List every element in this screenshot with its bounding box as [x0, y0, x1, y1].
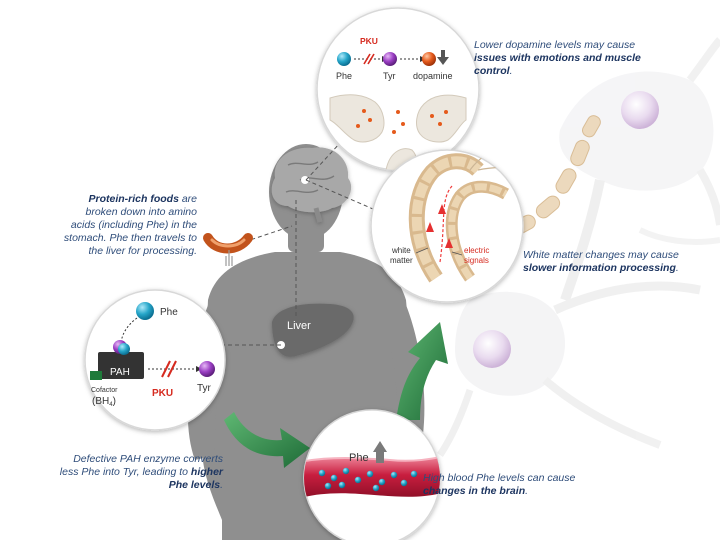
- phe-molecule: [136, 302, 154, 320]
- down-arrow-icon: [437, 50, 449, 65]
- liver-label: Liver: [287, 320, 311, 332]
- neuron-background: [437, 37, 720, 457]
- phe-molecule-bound: [118, 343, 130, 355]
- liver-icon: [272, 303, 354, 357]
- blood-phe-label: Phe: [349, 452, 369, 464]
- tyr-molecule-product: [199, 361, 215, 377]
- brain-marker-dot: [301, 176, 309, 184]
- enzyme-phe-label: Phe: [160, 307, 178, 318]
- blood-panel: Phe: [303, 409, 441, 540]
- green-curved-arrow-icon-up: [396, 322, 448, 420]
- tyr-label: Tyr: [383, 71, 396, 81]
- neuron-nucleus-lower: [473, 330, 511, 368]
- white-matter-label-2: matter: [390, 256, 413, 265]
- pah-label: PAH: [110, 367, 130, 378]
- white-matter-effects-note: White matter changes may cause slower in…: [523, 249, 679, 274]
- green-curved-arrow-icon-down: [224, 412, 310, 468]
- enzyme-pku-label: PKU: [152, 388, 173, 399]
- electric-signals-label-2: signals: [464, 256, 489, 265]
- electric-signals-label-1: electric: [464, 246, 489, 255]
- dopamine-label: dopamine: [413, 71, 453, 81]
- neuron-nucleus-upper: [621, 91, 659, 129]
- tyr-molecule: [383, 52, 397, 66]
- white-matter-label-1: white: [391, 246, 411, 255]
- enzyme-tyr-label: Tyr: [197, 383, 212, 394]
- pku-label: PKU: [360, 36, 378, 46]
- bh4-label: (BH4): [92, 396, 116, 408]
- protein-foods-note: Protein-rich foods are broken down into …: [63, 193, 197, 257]
- synapse-panel: Phe PKU Tyr dopamine: [316, 7, 480, 171]
- blood-vessel-icon: [304, 455, 440, 498]
- sausage-food-icon: [203, 233, 253, 266]
- phe-to-pah-arrow: [120, 317, 138, 346]
- pah-enzyme-block: [98, 352, 144, 379]
- enzyme-panel: Phe PAH Cofactor (BH4) PKU Tyr: [84, 289, 226, 431]
- phe-molecule: [337, 52, 351, 66]
- dopamine-effects-note: Lower dopamine levels may cause issues w…: [474, 39, 641, 77]
- cofactor-block: [90, 371, 102, 380]
- up-arrow-icon: [373, 441, 387, 463]
- white-matter-panel: white matter electric signals: [370, 149, 524, 303]
- dopamine-molecule: [422, 52, 436, 66]
- blood-phe-note: High blood Phe levels can cause changes …: [423, 472, 576, 497]
- cofactor-label: Cofactor: [91, 387, 118, 394]
- phe-label: Phe: [336, 71, 352, 81]
- pah-enzyme-note: Defective PAH enzyme converts less Phe i…: [59, 453, 223, 491]
